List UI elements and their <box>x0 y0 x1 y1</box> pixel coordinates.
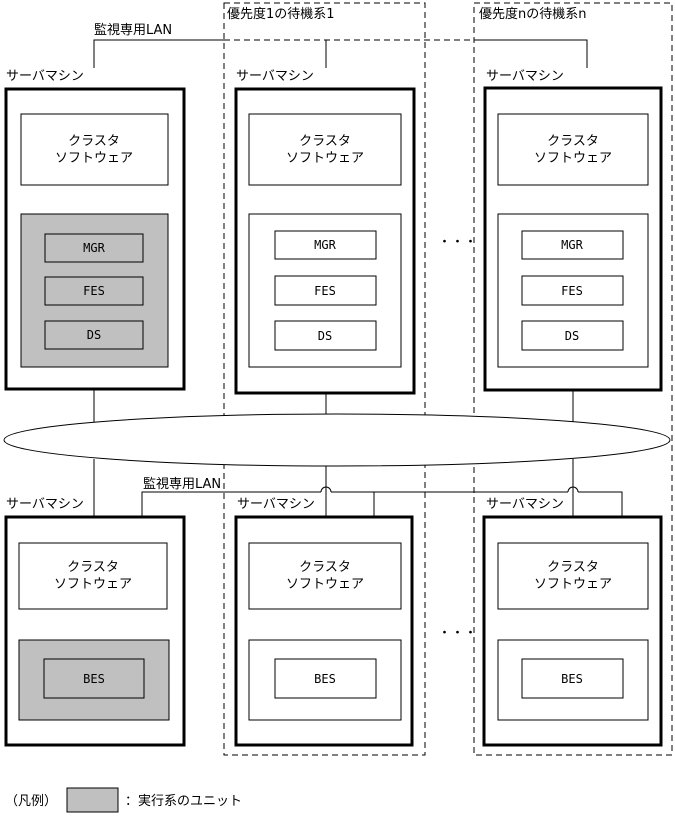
bottom-server-standby-1: サーバマシン クラスタ ソフトウェア BES <box>234 497 414 747</box>
bottom-monitor-lan-label: 監視専用LAN <box>143 476 221 492</box>
standby-group-1-frame <box>223 2 426 756</box>
server-machine-label: サーバマシン <box>486 497 564 512</box>
ds-label: DS <box>87 328 101 342</box>
fes-unit <box>521 275 624 306</box>
ds-label: DS <box>318 329 332 343</box>
cluster-text-line1: クラスタ <box>67 560 119 575</box>
fes-unit <box>274 275 377 306</box>
ds-unit <box>44 320 144 350</box>
cluster-text-line1: クラスタ <box>547 134 599 149</box>
fes-label: FES <box>83 284 105 298</box>
cluster-software-box <box>20 113 169 186</box>
mgr-label: MGR <box>314 238 336 252</box>
server-machine-label: サーバマシン <box>486 69 564 84</box>
network-ellipse <box>3 413 671 467</box>
bottom-server-active: サーバマシン クラスタ ソフトウェア BES <box>4 497 186 747</box>
mgr-unit <box>521 230 624 260</box>
legend-description: ：実行系のユニット <box>125 793 242 809</box>
top-monitor-lan <box>93 39 588 68</box>
cluster-text-line2: ソフトウェア <box>286 577 364 592</box>
standby-group-1-label: 優先度1の待機系1 <box>227 6 335 22</box>
bottom-monitor-lan <box>141 486 623 517</box>
ds-label: DS <box>565 329 579 343</box>
server-machine-label: サーバマシン <box>236 69 314 84</box>
top-server-active: サーバマシン クラスタ ソフトウェア MGR FES DS <box>4 69 186 391</box>
standby-group-n-label: 優先度nの待機系n <box>479 6 586 22</box>
top-ellipsis: ・・・ <box>438 235 477 250</box>
cluster-text-line1: クラスタ <box>299 134 351 149</box>
bes-label: BES <box>314 672 336 686</box>
legend-active-swatch <box>66 787 119 813</box>
server-machine-label: サーバマシン <box>237 497 315 512</box>
mgr-unit <box>274 230 377 260</box>
top-server-standby-n: サーバマシン クラスタ ソフトウェア MGR FES DS <box>483 69 663 392</box>
cluster-software-box <box>248 542 402 610</box>
cluster-text-line1: クラスタ <box>68 134 120 149</box>
bes-unit <box>521 658 624 699</box>
bes-unit <box>43 658 145 699</box>
cluster-software-box <box>248 113 402 186</box>
fes-unit <box>44 276 144 306</box>
bes-unit <box>274 658 377 699</box>
cluster-text-line1: クラスタ <box>299 560 351 575</box>
cluster-text-line2: ソフトウェア <box>55 151 133 166</box>
top-server-standby-1: サーバマシン クラスタ ソフトウェア MGR FES DS <box>234 69 416 395</box>
mgr-label: MGR <box>83 241 105 255</box>
server-machine-label: サーバマシン <box>6 69 84 84</box>
bes-label: BES <box>561 672 583 686</box>
cluster-software-box <box>497 113 649 186</box>
fes-label: FES <box>314 284 336 298</box>
legend-open-label: （凡例） <box>5 794 57 809</box>
cluster-software-box <box>18 542 168 610</box>
bes-label: BES <box>83 672 105 686</box>
top-monitor-lan-label: 監視専用LAN <box>94 22 172 38</box>
cluster-text-line1: クラスタ <box>547 560 599 575</box>
cluster-text-line2: ソフトウェア <box>534 151 612 166</box>
cluster-software-box <box>497 542 649 610</box>
mgr-unit <box>44 233 144 263</box>
server-machine-label: サーバマシン <box>6 497 84 512</box>
cluster-text-line2: ソフトウェア <box>286 151 364 166</box>
ds-unit <box>274 320 377 351</box>
cluster-text-line2: ソフトウェア <box>534 577 612 592</box>
bottom-server-standby-n: サーバマシン クラスタ ソフトウェア BES <box>482 497 663 747</box>
cluster-text-line2: ソフトウェア <box>54 577 132 592</box>
bottom-ellipsis: ・・・ <box>438 626 477 641</box>
standby-group-n-frame <box>473 2 673 756</box>
ds-unit <box>521 320 624 351</box>
mgr-label: MGR <box>561 238 583 252</box>
legend: （凡例） ：実行系のユニット <box>5 787 242 813</box>
network-connectors <box>93 389 574 517</box>
fes-label: FES <box>561 284 583 298</box>
